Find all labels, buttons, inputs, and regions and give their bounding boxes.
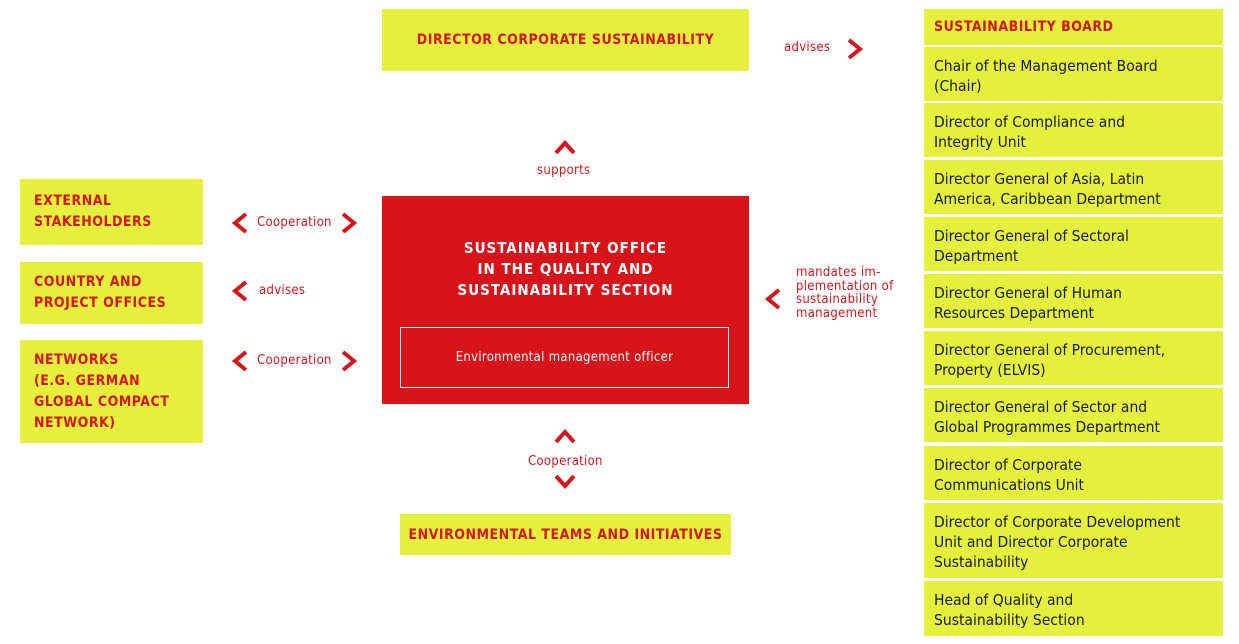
board-member: Director General of Sector and Global Pr… (924, 388, 1223, 442)
teams-label: ENVIRONMENTAL TEAMS AND INITIATIVES (408, 526, 723, 543)
board-title: SUSTAINABILITY BOARD (934, 19, 1114, 35)
mandates-label: mandates im- plementation of sustainabil… (796, 266, 894, 320)
board-member-line: Chair of the Management Board (934, 57, 1158, 75)
board-member-line: Director of Corporate (934, 456, 1082, 474)
board-member-line: (Chair) (934, 77, 982, 95)
board-member-line: Department (934, 247, 1019, 265)
board-member-line: Communications Unit (934, 476, 1084, 494)
board-member-line: Global Programmes Department (934, 418, 1160, 436)
sustainability-board-header: SUSTAINABILITY BOARD (924, 9, 1223, 45)
board-member-line: Director General of Sector and (934, 398, 1148, 416)
chevron-left-icon (764, 287, 782, 311)
chevron-right-icon (846, 37, 864, 61)
board-member-line: Director of Compliance and (934, 113, 1126, 131)
board-member-line: Director General of Asia, Latin (934, 170, 1145, 188)
chevron-left-icon (231, 211, 249, 235)
board-member: Director of Compliance and Integrity Uni… (924, 103, 1223, 157)
board-member-line: Sustainability Section (934, 611, 1085, 629)
director-corporate-sustainability-box: DIRECTOR CORPORATE SUSTAINABILITY (382, 9, 749, 71)
board-member-line: Director General of Procurement, (934, 341, 1166, 359)
board-member: Director General of Sectoral Department (924, 217, 1223, 271)
board-member-line: Resources Department (934, 304, 1094, 322)
board-member: Director General of Procurement, Propert… (924, 331, 1223, 385)
networks-line: NETWORKS (34, 352, 119, 368)
board-member-line: Property (ELVIS) (934, 361, 1046, 379)
chevron-up-icon (553, 428, 577, 446)
mandates-line: mandates im- (796, 265, 881, 280)
board-member-line: America, Caribbean Department (934, 190, 1161, 208)
external-cooperation-label: Cooperation (257, 215, 332, 230)
networks-line: NETWORK) (34, 415, 116, 431)
networks-line: GLOBAL COMPACT (34, 394, 170, 410)
office-title: SUSTAINABILITY OFFICE IN THE QUALITY AND… (382, 238, 749, 301)
mandates-line: management (796, 305, 878, 321)
board-member: Head of Quality and Sustainability Secti… (924, 581, 1223, 636)
board-member: Chair of the Management Board (Chair) (924, 47, 1223, 101)
country-project-offices-box: COUNTRY AND PROJECT OFFICES (20, 262, 203, 324)
networks-box: NETWORKS (E.G. GERMAN GLOBAL COMPACT NET… (20, 340, 203, 443)
teams-cooperation-label: Cooperation (528, 454, 603, 469)
officer-label: Environmental management officer (455, 350, 674, 365)
advises-board-label: advises (784, 40, 831, 55)
board-member-line: Sustainability (934, 553, 1029, 571)
board-member-line: Director General of Human (934, 284, 1122, 302)
environmental-management-officer-box: Environmental management officer (400, 327, 729, 388)
chevron-left-icon (231, 279, 249, 303)
office-title-line: SUSTAINABILITY OFFICE (463, 239, 668, 257)
chevron-left-icon (231, 349, 249, 373)
board-member: Director of Corporate Development Unit a… (924, 503, 1223, 578)
sustainability-office-box: SUSTAINABILITY OFFICE IN THE QUALITY AND… (382, 196, 749, 404)
chevron-right-icon (340, 349, 358, 373)
chevron-up-icon (553, 139, 577, 157)
office-title-line: IN THE QUALITY AND (477, 260, 654, 278)
external-line: EXTERNAL (34, 193, 112, 209)
country-line: COUNTRY AND (34, 274, 142, 290)
country-line: PROJECT OFFICES (34, 295, 167, 311)
mandates-line: sustainability (796, 292, 879, 307)
board-member-line: Director of Corporate Development (934, 513, 1181, 531)
board-member-line: Integrity Unit (934, 133, 1026, 151)
board-member: Director of Corporate Communications Uni… (924, 446, 1223, 500)
networks-cooperation-label: Cooperation (257, 353, 332, 368)
external-stakeholders-box: EXTERNAL STAKEHOLDERS (20, 179, 203, 245)
country-advises-label: advises (259, 283, 306, 298)
board-member-line: Unit and Director Corporate (934, 533, 1128, 551)
environmental-teams-box: ENVIRONMENTAL TEAMS AND INITIATIVES (400, 514, 731, 555)
director-label: DIRECTOR CORPORATE SUSTAINABILITY (416, 32, 715, 48)
mandates-line: plementation of (796, 278, 894, 294)
office-title-line: SUSTAINABILITY SECTION (457, 281, 674, 299)
supports-label: supports (537, 163, 591, 178)
board-member-line: Director General of Sectoral (934, 227, 1129, 245)
board-member: Director General of Asia, Latin America,… (924, 160, 1223, 214)
external-line: STAKEHOLDERS (34, 214, 152, 230)
networks-line: (E.G. GERMAN (34, 373, 141, 389)
board-member: Director General of Human Resources Depa… (924, 274, 1223, 328)
chevron-down-icon (553, 472, 577, 490)
board-member-line: Head of Quality and (934, 591, 1074, 609)
chevron-right-icon (340, 211, 358, 235)
